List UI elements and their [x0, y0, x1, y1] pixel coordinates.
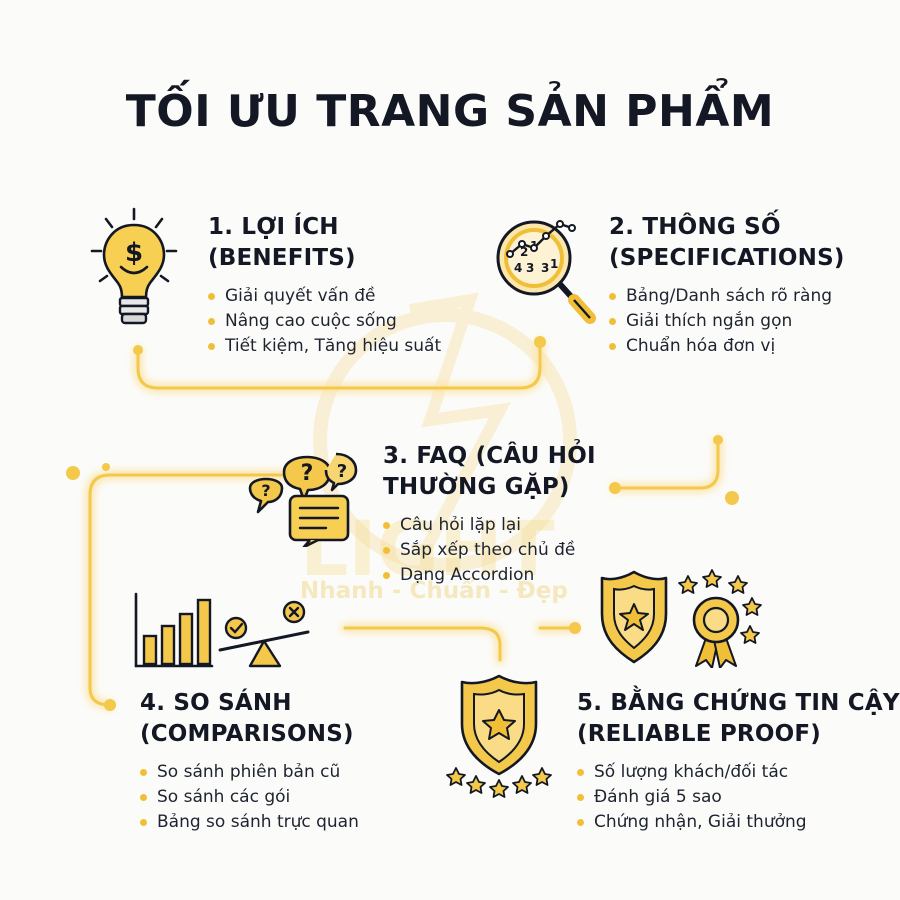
list-item: So sánh các gói	[140, 785, 359, 810]
section-specifications: 2. THÔNG SỐ (SPECIFICATIONS) Bảng/Danh s…	[609, 212, 845, 359]
list-item: So sánh phiên bản cũ	[140, 760, 359, 785]
list-item: Tiết kiệm, Tăng hiệu suất	[208, 334, 441, 359]
list-item: Số lượng khách/đối tác	[577, 760, 900, 785]
section-title-line: THƯỜNG GẶP)	[383, 474, 570, 500]
list-item: Dạng Accordion	[383, 563, 596, 588]
list-item: Giải quyết vấn đề	[208, 284, 441, 309]
section-title: 3. FAQ (CÂU HỎI THƯỜNG GẶP)	[383, 441, 596, 503]
bullet-list: Giải quyết vấn đề Nâng cao cuộc sống Tiế…	[208, 284, 441, 359]
section-title-line: (RELIABLE PROOF)	[577, 721, 821, 747]
section-title-line: (SPECIFICATIONS)	[609, 245, 845, 271]
bar-chart-scale-icon	[134, 592, 310, 668]
shield-star-award-icon	[446, 674, 552, 798]
list-item: Chứng nhận, Giải thưởng	[577, 810, 900, 835]
section-benefits: 1. LỢI ÍCH (BENEFITS) Giải quyết vấn đề …	[208, 212, 441, 359]
section-title: 4. SO SÁNH (COMPARISONS)	[140, 688, 359, 750]
list-item: Giải thích ngắn gọn	[609, 309, 845, 334]
bullet-list: Bảng/Danh sách rõ ràng Giải thích ngắn g…	[609, 284, 845, 359]
section-comparisons: 4. SO SÁNH (COMPARISONS) So sánh phiên b…	[140, 688, 359, 835]
section-title-line: 1. LỢI ÍCH	[208, 214, 339, 240]
list-item: Bảng so sánh trực quan	[140, 810, 359, 835]
magnifier-digit: 1	[550, 257, 558, 271]
magnifier-digit: 4	[514, 261, 522, 275]
award-shield-medal-icon	[600, 569, 762, 668]
section-reliable-proof: 5. BẰNG CHỨNG TIN CẬY (RELIABLE PROOF) S…	[577, 688, 900, 835]
list-item: Đánh giá 5 sao	[577, 785, 900, 810]
magnifier-chart-icon: 2 1 3 4 3 1	[496, 220, 596, 324]
bullet-list: So sánh phiên bản cũ So sánh các gói Bản…	[140, 760, 359, 835]
section-title-line: 5. BẰNG CHỨNG TIN CẬY	[577, 690, 900, 716]
svg-text:$: $	[125, 238, 143, 268]
section-title-line: 3. FAQ (CÂU HỎI	[383, 443, 596, 469]
section-title-line: (COMPARISONS)	[140, 721, 354, 747]
bullet-list: Số lượng khách/đối tác Đánh giá 5 sao Ch…	[577, 760, 900, 835]
list-item: Sắp xếp theo chủ đề	[383, 538, 596, 563]
bullet-list: Câu hỏi lặp lại Sắp xếp theo chủ đề Dạng…	[383, 513, 596, 588]
list-item: Nâng cao cuộc sống	[208, 309, 441, 334]
question-mark: ?	[337, 461, 347, 482]
magnifier-digit: 2	[520, 245, 528, 259]
section-title: 1. LỢI ÍCH (BENEFITS)	[208, 212, 441, 274]
section-title-line: 4. SO SÁNH	[140, 690, 292, 716]
list-item: Chuẩn hóa đơn vị	[609, 334, 845, 359]
list-item: Bảng/Danh sách rõ ràng	[609, 284, 845, 309]
section-title: 2. THÔNG SỐ (SPECIFICATIONS)	[609, 212, 845, 274]
lightbulb-dollar-icon: $	[90, 207, 178, 325]
list-item: Câu hỏi lặp lại	[383, 513, 596, 538]
watermark-slogan: Nhanh - Chuẩn - Đẹp	[300, 578, 568, 604]
magnifier-digit: 3	[526, 261, 534, 275]
magnifier-digit: 3	[541, 261, 549, 275]
question-bubbles-icon: ? ? ?	[248, 452, 358, 547]
section-title-line: 2. THÔNG SỐ	[609, 214, 781, 240]
section-faq: 3. FAQ (CÂU HỎI THƯỜNG GẶP) Câu hỏi lặp …	[383, 441, 596, 588]
question-mark: ?	[261, 481, 270, 500]
section-title-line: (BENEFITS)	[208, 245, 356, 271]
page-title: TỐI ƯU TRANG SẢN PHẨM	[125, 86, 775, 137]
section-title: 5. BẰNG CHỨNG TIN CẬY (RELIABLE PROOF)	[577, 688, 900, 750]
question-mark: ?	[301, 461, 314, 486]
